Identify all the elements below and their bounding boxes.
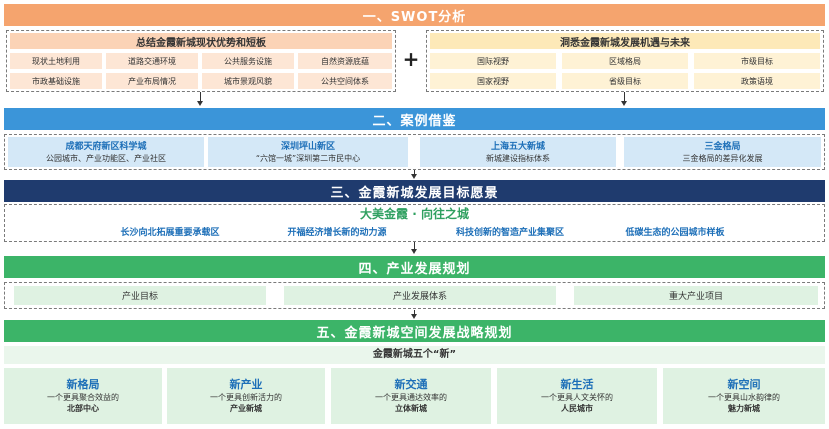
section1-banner: 一、SWOT分析	[4, 4, 825, 26]
strategy-card-bottom: 立体新城	[395, 404, 427, 413]
arrow-down-icon	[411, 174, 417, 179]
case-card: 深圳坪山新区 “六馆一城”深圳第二市民中心	[208, 137, 408, 167]
strategy-card-bottom: 魅力新城	[728, 404, 760, 413]
strategy-card: 新格局 一个更具聚合效益的 北部中心	[4, 368, 162, 424]
strategy-card-bottom: 北部中心	[67, 404, 99, 413]
swot-right-title: 洞悉金霞新城发展机遇与未来	[430, 33, 820, 49]
strategy-card-bottom: 产业新城	[230, 404, 262, 413]
strategy-card: 新交通 一个更具通达效率的 立体新城	[331, 368, 491, 424]
strategy-card: 新生活 一个更具人文关怀的 人民城市	[497, 368, 657, 424]
strategy-card-sub: 一个更具通达效率的	[375, 393, 447, 402]
connector-line	[414, 170, 415, 175]
section5-subtitle: 金霞新城五个“新”	[4, 346, 825, 364]
case-card: 上海五大新城 新城建设指标体系	[420, 137, 616, 167]
section5-banner: 五、金霞新城空间发展战略规划	[4, 320, 825, 342]
section4-banner: 四、产业发展规划	[4, 256, 825, 278]
section3-banner: 三、金霞新城发展目标愿景	[4, 180, 825, 202]
arrow-down-icon	[411, 314, 417, 319]
swot-left-item: 公共服务设施	[202, 53, 294, 69]
arrow-down-icon	[411, 249, 417, 254]
industry-item: 产业发展体系	[284, 286, 556, 305]
swot-left-item: 现状土地利用	[10, 53, 102, 69]
strategy-card: 新产业 一个更具创新活力的 产业新城	[167, 368, 325, 424]
industry-group	[4, 282, 825, 309]
strategy-card-title: 新生活	[560, 378, 594, 391]
strategy-card: 新空间 一个更具山水韵律的 魅力新城	[663, 368, 825, 424]
strategy-card-sub: 一个更具山水韵律的	[708, 393, 780, 402]
plus-sign: +	[402, 47, 420, 71]
swot-right-item: 国际视野	[430, 53, 556, 69]
case-subtitle: 公园城市、产业功能区、产业社区	[46, 153, 166, 163]
goal-item: 低碳生态的公园城市样板	[625, 228, 725, 238]
swot-right-item: 政策语境	[694, 73, 820, 89]
goal-item: 科技创新的智造产业集聚区	[455, 228, 564, 238]
swot-left-title: 总结金霞新城现状优势和短板	[10, 33, 392, 49]
section2-banner: 二、案例借鉴	[4, 108, 825, 130]
strategy-card-bottom: 人民城市	[561, 404, 593, 413]
strategy-card-title: 新产业	[229, 378, 263, 391]
swot-right-item: 市级目标	[694, 53, 820, 69]
swot-right-item: 省级目标	[562, 73, 688, 89]
swot-left-group	[6, 30, 396, 92]
swot-left-item: 自然资源底蕴	[298, 53, 392, 69]
goal-item: 开福经济增长新的动力源	[287, 228, 387, 238]
swot-left-item: 市政基础设施	[10, 73, 102, 89]
goals-group	[4, 204, 825, 242]
swot-left-item: 道路交通环境	[106, 53, 198, 69]
swot-right-group	[426, 30, 824, 92]
industry-item: 重大产业项目	[574, 286, 818, 305]
swot-right-item: 区域格局	[562, 53, 688, 69]
case-card: 成都天府新区科学城 公园城市、产业功能区、产业社区	[8, 137, 204, 167]
strategy-card-title: 新交通	[394, 378, 428, 391]
industry-item: 产业目标	[14, 286, 266, 305]
connector-line	[414, 242, 415, 250]
goal-item: 长沙向北拓展重要承载区	[120, 228, 220, 238]
case-subtitle: 三金格局的差异化发展	[682, 153, 763, 163]
case-title: 上海五大新城	[490, 141, 545, 152]
case-title: 三金格局	[704, 141, 741, 152]
connector-line	[414, 310, 415, 315]
swot-left-item: 城市景观风貌	[202, 73, 294, 89]
swot-right-item: 国家视野	[430, 73, 556, 89]
strategy-card-sub: 一个更具创新活力的	[210, 393, 282, 402]
case-title: 深圳坪山新区	[280, 141, 335, 152]
strategy-card-sub: 一个更具聚合效益的	[47, 393, 119, 402]
case-card: 三金格局 三金格局的差异化发展	[624, 137, 821, 167]
arrow-down-icon	[621, 101, 627, 106]
strategy-card-title: 新空间	[727, 378, 761, 391]
case-subtitle: “六馆一城”深圳第二市民中心	[255, 153, 361, 163]
arrow-down-icon	[197, 101, 203, 106]
connector-line	[624, 92, 625, 102]
vision-title: 大美金霞 · 向往之城	[360, 207, 469, 221]
strategy-card-title: 新格局	[66, 378, 100, 391]
case-subtitle: 新城建设指标体系	[486, 153, 550, 163]
swot-left-item: 产业布局情况	[106, 73, 198, 89]
strategy-card-sub: 一个更具人文关怀的	[541, 393, 613, 402]
case-title: 成都天府新区科学城	[65, 141, 147, 152]
cases-group	[4, 134, 825, 170]
swot-left-item: 公共空间体系	[298, 73, 392, 89]
connector-line	[200, 92, 201, 102]
